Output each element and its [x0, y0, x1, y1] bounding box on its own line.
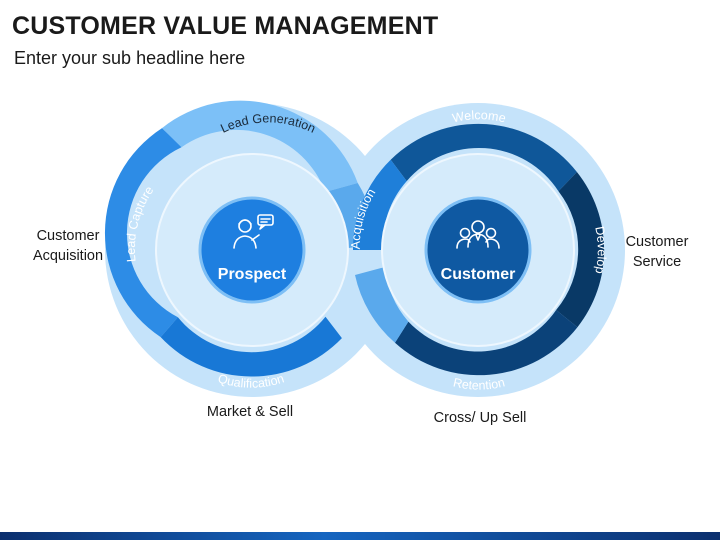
- lead-generation-segment: [162, 100, 358, 192]
- customer-acquisition-label: Customer Acquisition: [32, 228, 104, 264]
- lead-capture-segment: [104, 128, 182, 338]
- retention-label: Retention: [452, 375, 506, 392]
- prospect-center: [198, 196, 306, 304]
- presenter-icon: [233, 214, 274, 249]
- svg-text:Develop: Develop: [592, 225, 609, 275]
- qualification-segment: [160, 316, 342, 377]
- page-subtitle: Enter your sub headline here: [14, 48, 246, 68]
- develop-segment: [556, 172, 605, 328]
- customer-service-label: Customer Service: [625, 234, 689, 270]
- page-title: CUSTOMER VALUE MANAGEMENT: [12, 12, 439, 40]
- footer-bar: [0, 532, 720, 540]
- prospect-label: Prospect: [218, 266, 287, 283]
- retention-segment: [394, 309, 578, 376]
- develop-label: Develop: [592, 225, 609, 275]
- welcome-segment: [390, 123, 577, 192]
- svg-text:Qualification: Qualification: [216, 371, 286, 390]
- welcome-label: Welcome: [451, 108, 507, 125]
- customer-center: [424, 196, 532, 304]
- customer-label: Customer: [441, 266, 516, 283]
- cross-up-sell-label: Cross/ Up Sell: [433, 410, 527, 426]
- customer-group-icon: [456, 220, 500, 249]
- qualification-label: Qualification: [216, 371, 286, 390]
- market-sell-label: Market & Sell: [206, 404, 294, 420]
- acquisition-segment: [352, 159, 407, 250]
- svg-text:Retention: Retention: [452, 375, 506, 392]
- svg-text:Welcome: Welcome: [451, 108, 507, 125]
- right-overlap-segment: [355, 267, 409, 343]
